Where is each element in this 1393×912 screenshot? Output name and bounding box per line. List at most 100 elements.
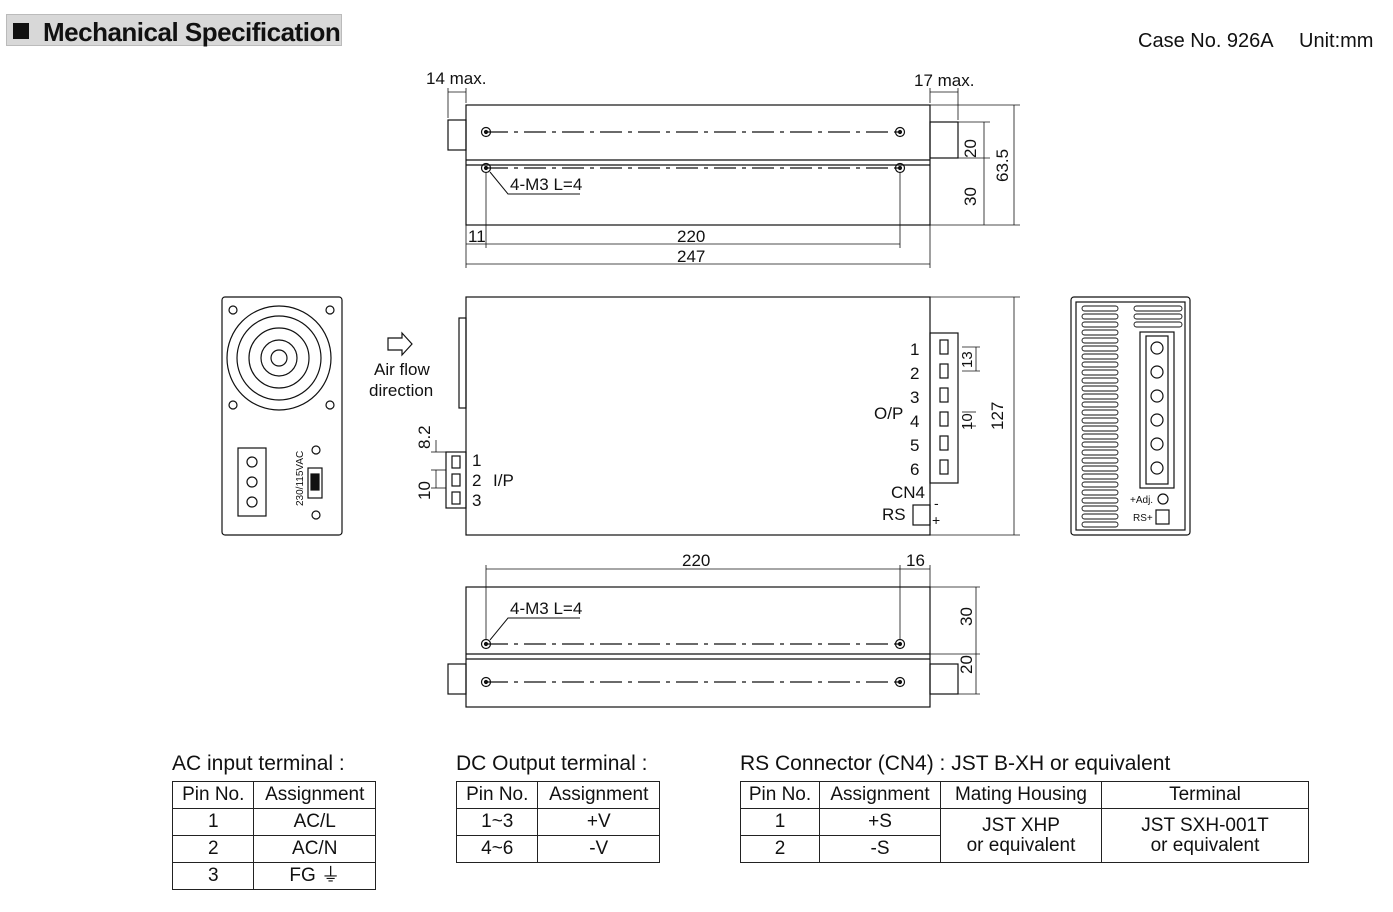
vent-slot [1133,305,1183,312]
dim-247: 247 [677,247,705,266]
front-view-body [465,296,931,536]
vent-slot [1081,329,1119,336]
fan-guard [226,305,332,411]
vent-slot [1081,377,1119,384]
dc-table-caption: DC Output terminal : [456,752,648,775]
ip-label: I/P [493,471,514,490]
adj-pot-icon [1157,493,1169,505]
dim-14max: 14 max. [426,69,486,88]
vent-slot [1081,521,1119,528]
input-terminal [445,451,467,509]
section-header: Mechanical Specification [6,14,342,47]
table-row: 3 FG ⏚ [171,862,376,890]
table-row: 1~3 +V [455,808,660,836]
screw-label-bottom: 4-M3 L=4 [510,599,582,618]
cn4-label: CN4 [891,483,925,502]
vent-slot [1081,313,1119,320]
ip-pin-3: 3 [472,491,481,510]
screw-label-top: 4-M3 L=4 [510,175,582,194]
dim-17max: 17 max. [914,71,974,90]
section-title: Mechanical Specification [43,17,341,47]
dc-terminal-block [1139,331,1175,489]
ac-table-caption: AC input terminal : [172,752,345,775]
case-number: Case No. 926A [1138,30,1274,52]
rs-table-caption: RS Connector (CN4) : JST B-XH or equival… [740,752,1171,775]
front-view [431,296,1020,536]
airflow-text-2: direction [369,381,433,400]
vent-slot [1081,505,1119,512]
vent-slot [1081,433,1119,440]
vent-slot [1081,345,1119,352]
dim-220-top: 220 [677,227,705,246]
table-row: 1 +S JST XHP or equivalent JST SXH-001T … [740,808,1309,863]
table-cell: +V [537,808,660,836]
vent-slot [1081,305,1119,312]
vent-slot [1081,473,1119,480]
table-cell: 3 [171,862,255,890]
vent-slot [1081,441,1119,448]
vent-slot [1081,337,1119,344]
vent-slot [1081,417,1119,424]
table-cell: 2 [740,835,820,863]
vent-slot [1081,385,1119,392]
op-label: O/P [874,404,903,423]
table-cell: AC/N [253,835,376,863]
dim-63-5: 63.5 [993,149,1012,182]
terminal-cell: JST SXH-001T or equivalent [1101,808,1309,863]
dc-output-table: Pin No. Assignment 1~3 +V 4~6 -V [455,781,660,863]
right-view-panel [1070,296,1191,536]
op-pin-2: 2 [910,364,919,383]
table-header: Pin No. [740,781,820,809]
rs-connector [912,504,931,526]
left-view [221,296,343,536]
table-cell: 1~3 [455,808,539,836]
dim-10-op: 10 [959,413,976,430]
dim-8-2: 8.2 [415,425,434,449]
rs-connector-side [1155,509,1170,525]
op-pin-3: 3 [910,388,919,407]
dim-20-bottom: 20 [957,655,976,674]
table-header: Terminal [1101,781,1309,809]
top-view-switch [447,119,467,151]
vent-slot [1081,481,1119,488]
table-cell: +S [819,808,941,836]
table-row: 4~6 -V [455,835,660,863]
op-pin-4: 4 [910,412,919,431]
table-cell: 4~6 [455,835,539,863]
adj-label: +Adj. [1130,495,1153,506]
unit-label: Unit:mm [1299,30,1374,52]
plus-sign: + [932,512,940,528]
dim-20-top: 20 [961,139,980,158]
bottom-view-body [465,586,931,708]
housing-line-2: or equivalent [966,834,1076,856]
ac-terminal-block [237,447,267,517]
table-header: Assignment [819,781,941,809]
ac-input-table: Pin No. Assignment 1 AC/L 2 AC/N 3 FG ⏚ [171,781,376,890]
right-view [1070,296,1191,536]
rs-connector-table: Pin No. Assignment Mating Housing Termin… [740,781,1309,863]
voltage-switch-label: 230/115VAC [295,451,306,506]
table-header: Mating Housing [940,781,1102,809]
vent-slots [1081,305,1183,528]
op-pin-5: 5 [910,436,919,455]
vent-slot [1081,321,1119,328]
ip-pin-1: 1 [472,451,481,470]
vent-slot [1081,465,1119,472]
dim-127: 127 [988,402,1007,430]
table-cell: 2 [171,835,255,863]
table-cell: -V [537,835,660,863]
vent-slot [1081,401,1119,408]
op-pin-1: 1 [910,340,919,359]
table-header: Pin No. [455,781,539,809]
dim-30-bottom: 30 [957,607,976,626]
table-cell: -S [819,835,941,863]
dim-220-bottom: 220 [682,551,710,570]
terminal-line-2: or equivalent [1150,834,1260,856]
vent-slot [1081,489,1119,496]
vent-slot [1081,497,1119,504]
vent-slot [1081,393,1119,400]
top-view-terminal [929,121,959,159]
table-row: 2 -S [740,835,1309,863]
op-pin-6: 6 [910,460,919,479]
